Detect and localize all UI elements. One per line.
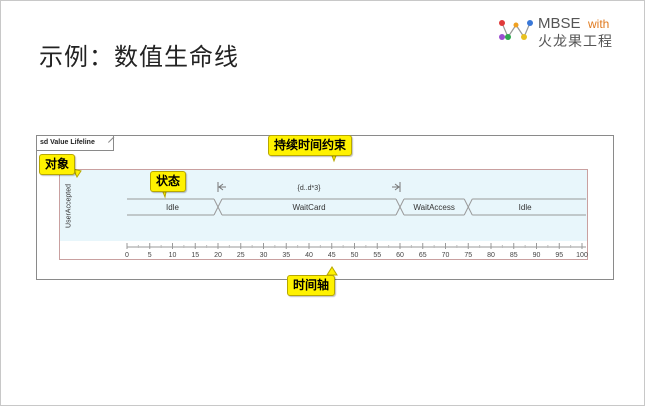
frame-label: sd Value Lifeline: [37, 136, 114, 151]
axis-tick-label: 65: [419, 252, 427, 259]
axis-tick-label: 75: [464, 252, 472, 259]
state-transition: [463, 198, 473, 216]
axis-tick-label: 5: [148, 252, 152, 259]
duration-end-arrow: [394, 183, 400, 191]
axis-tick-label: 60: [396, 252, 404, 259]
logo-mbse-text: MBSE: [538, 15, 581, 32]
state-transition: [213, 198, 223, 216]
axis-tick-label: 0: [125, 252, 129, 259]
axis-tick-label: 85: [510, 252, 518, 259]
state-label: WaitCard: [292, 203, 325, 212]
state-label: Idle: [519, 203, 532, 212]
duration-constraint-label: {d..d*3}: [298, 185, 322, 192]
state-label: WaitAccess: [413, 203, 455, 212]
state-label: Idle: [166, 203, 179, 212]
callout-timeline: 时间轴: [287, 275, 336, 296]
axis-tick-label: 30: [260, 252, 268, 259]
callout-duration-constraint: 持续时间约束: [268, 135, 353, 156]
axis-tick-label: 80: [487, 252, 495, 259]
logo: MBSE with 火龙果工程: [494, 15, 624, 50]
axis-tick-label: 90: [533, 252, 541, 259]
axis-tick-label: 20: [214, 252, 222, 259]
time-axis-box: [59, 241, 588, 260]
axis-tick-label: 55: [373, 252, 381, 259]
callout-state: 状态: [150, 171, 187, 192]
axis-tick-label: 15: [191, 252, 199, 259]
axis-tick-label: 25: [237, 252, 245, 259]
axis-tick-label: 100: [576, 252, 588, 259]
logo-with-text: with: [588, 17, 610, 31]
callout-object: 对象: [39, 154, 76, 175]
value-lifeline: [59, 169, 588, 243]
axis-tick-label: 95: [555, 252, 563, 259]
logo-company-text: 火龙果工程: [538, 34, 613, 50]
duration-start-arrow: [218, 183, 224, 191]
axis-tick-label: 40: [305, 252, 313, 259]
state-transition: [395, 198, 405, 216]
slide-title: 示例：数值生命线: [39, 43, 239, 71]
molecule-logo-icon: [499, 20, 533, 40]
axis-tick-label: 70: [442, 252, 450, 259]
axis-tick-label: 45: [328, 252, 336, 259]
callout-timeline-pointer: [326, 266, 338, 276]
axis-tick-label: 10: [169, 252, 177, 259]
axis-tick-label: 50: [351, 252, 359, 259]
axis-tick-label: 35: [282, 252, 290, 259]
